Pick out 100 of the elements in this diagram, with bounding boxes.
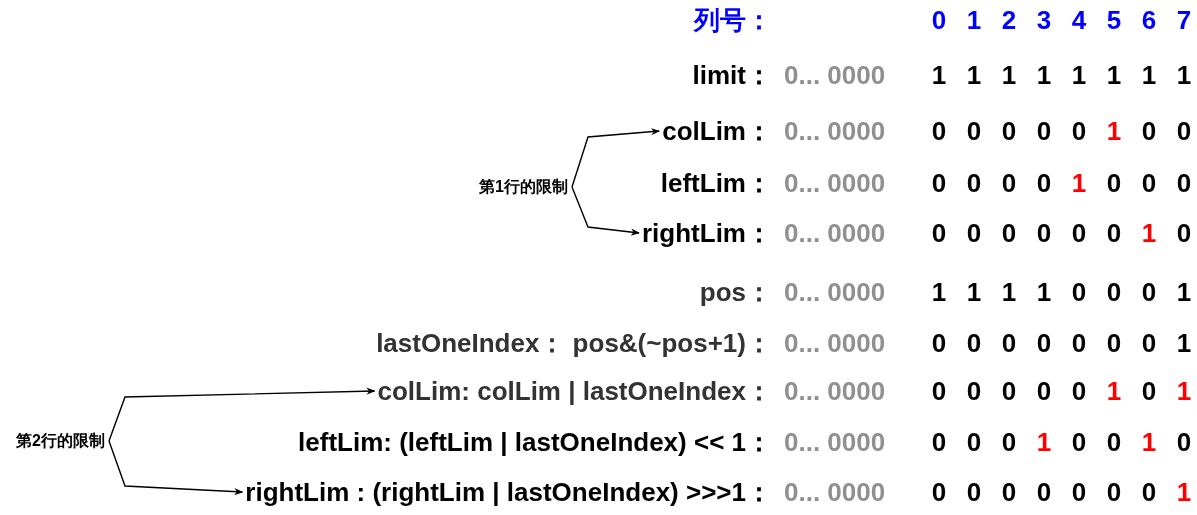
bit-value: 0	[965, 328, 983, 358]
bit-value: 1	[1035, 60, 1053, 90]
bit-value: 0	[1105, 168, 1123, 198]
bit-value: 0	[1105, 477, 1123, 507]
binary-prefix: 0... 0000	[784, 477, 886, 507]
bit-value: 0	[1000, 427, 1018, 457]
column-number: 7	[1175, 5, 1193, 35]
binary-prefix: 0... 0000	[784, 218, 886, 248]
column-number: 0	[930, 5, 948, 35]
row-label: colLim: colLim | lastOneIndex：	[377, 376, 772, 406]
bit-value: 0	[1070, 277, 1088, 307]
binary-prefix: 0... 0000	[784, 60, 886, 90]
row-label: leftLim: (leftLim | lastOneIndex) << 1：	[298, 427, 772, 457]
bit-value: 0	[1000, 168, 1018, 198]
row-label: lastOneIndex： pos&(~pos+1)：	[376, 328, 772, 358]
bit-value: 0	[1140, 116, 1158, 146]
bit-value: 1	[1035, 277, 1053, 307]
arrow	[571, 186, 640, 236]
bit-value: 0	[1035, 477, 1053, 507]
bit-value: 0	[1140, 168, 1158, 198]
bit-value: 0	[1175, 218, 1193, 248]
bit-value: 0	[930, 116, 948, 146]
bit-value: 1	[1175, 477, 1193, 507]
bit-value: 0	[1105, 328, 1123, 358]
bit-value: 0	[1000, 376, 1018, 406]
column-number: 3	[1035, 5, 1053, 35]
bit-value: 0	[930, 328, 948, 358]
bit-value: 0	[1070, 477, 1088, 507]
bit-value: 1	[1000, 277, 1018, 307]
bit-value: 0	[1140, 328, 1158, 358]
bit-value: 1	[1000, 60, 1018, 90]
row-label: limit：	[692, 60, 772, 90]
bit-value: 0	[1035, 218, 1053, 248]
bit-value: 0	[1000, 116, 1018, 146]
bit-value: 1	[930, 277, 948, 307]
bit-value: 0	[1105, 218, 1123, 248]
row-label: pos：	[699, 277, 772, 307]
column-header: 列号：	[694, 5, 772, 35]
bit-value: 0	[965, 376, 983, 406]
bit-value: 1	[1105, 376, 1123, 406]
bit-value: 1	[1175, 328, 1193, 358]
bit-value: 0	[1000, 477, 1018, 507]
bit-value: 1	[1105, 116, 1123, 146]
bit-value: 1	[965, 60, 983, 90]
bit-value: 0	[930, 168, 948, 198]
bit-value: 0	[1000, 218, 1018, 248]
bit-value: 0	[1105, 427, 1123, 457]
bit-value: 0	[930, 477, 948, 507]
arrow	[108, 387, 376, 442]
bit-value: 1	[1140, 60, 1158, 90]
row-label: colLim：	[662, 116, 772, 146]
arrow	[571, 128, 661, 188]
column-number: 4	[1070, 5, 1088, 35]
binary-prefix: 0... 0000	[784, 328, 886, 358]
bit-value: 1	[930, 60, 948, 90]
bit-value: 1	[1035, 427, 1053, 457]
bit-value: 1	[1105, 60, 1123, 90]
bit-value: 0	[1175, 116, 1193, 146]
binary-prefix: 0... 0000	[784, 168, 886, 198]
binary-prefix: 0... 0000	[784, 427, 886, 457]
bit-value: 0	[1070, 328, 1088, 358]
binary-prefix: 0... 0000	[784, 376, 886, 406]
bit-value: 0	[1070, 376, 1088, 406]
bit-value: 1	[1070, 60, 1088, 90]
bit-value: 0	[1140, 277, 1158, 307]
bit-value: 0	[1105, 277, 1123, 307]
bit-value: 0	[930, 427, 948, 457]
bit-value: 0	[1070, 218, 1088, 248]
column-number: 6	[1140, 5, 1158, 35]
column-number: 1	[965, 5, 983, 35]
binary-prefix: 0... 0000	[784, 277, 886, 307]
bit-value: 1	[1175, 277, 1193, 307]
arrow	[108, 440, 244, 496]
bit-value: 1	[1140, 427, 1158, 457]
bit-value: 0	[1175, 168, 1193, 198]
row-label: rightLim：	[642, 218, 772, 248]
row-label: rightLim : (rightLim | lastOneIndex) >>>1：	[245, 477, 772, 507]
bit-value: 1	[965, 277, 983, 307]
bit-value: 0	[1140, 376, 1158, 406]
bit-value: 1	[1070, 168, 1088, 198]
bit-value: 0	[1035, 376, 1053, 406]
bit-value: 0	[930, 376, 948, 406]
bit-value: 0	[1000, 328, 1018, 358]
bit-value: 0	[1070, 116, 1088, 146]
bit-value: 0	[1140, 477, 1158, 507]
bit-value: 0	[1070, 427, 1088, 457]
annotation-text: 第2行的限制	[16, 431, 105, 451]
bit-value: 0	[1035, 328, 1053, 358]
row-label: leftLim：	[660, 168, 772, 198]
bit-value: 0	[930, 218, 948, 248]
bit-value: 0	[965, 168, 983, 198]
column-number: 2	[1000, 5, 1018, 35]
bit-value: 1	[1140, 218, 1158, 248]
binary-prefix: 0... 0000	[784, 116, 886, 146]
bit-value: 0	[965, 116, 983, 146]
bit-value: 0	[965, 218, 983, 248]
bit-value: 1	[1175, 376, 1193, 406]
bit-value: 1	[1175, 60, 1193, 90]
bit-value: 0	[965, 477, 983, 507]
bit-value: 0	[965, 427, 983, 457]
